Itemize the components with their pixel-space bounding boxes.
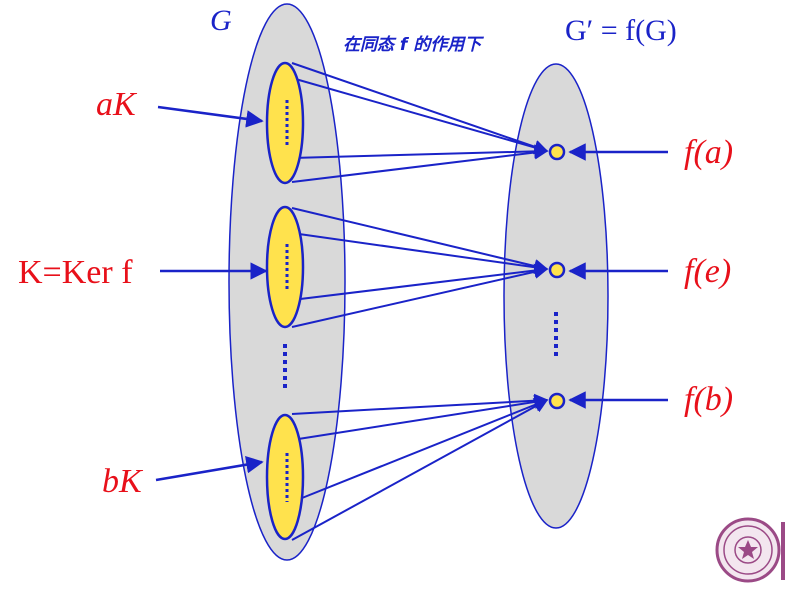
mapping-lines (291, 62, 549, 541)
label-aK: aK (96, 86, 138, 123)
image-point-fe (548, 261, 566, 279)
image-point-fa (548, 143, 566, 161)
label-fe: f(e) (684, 253, 731, 290)
label-fb: f(b) (684, 381, 733, 418)
image-point-fb (548, 392, 566, 410)
set-G-label: G (210, 4, 232, 37)
caption: 在同态 f 的作用下 (343, 35, 484, 55)
label-fa: f(a) (684, 134, 733, 171)
coset-bK (265, 413, 305, 541)
set-image-label: G′ = f(G) (565, 14, 677, 47)
label-kernel: K=Ker f (18, 254, 133, 291)
coset-aK (265, 61, 305, 185)
set-image-ellipse (503, 63, 609, 529)
university-seal (715, 517, 785, 583)
label-bK: bK (102, 463, 144, 500)
label-arrows (155, 105, 668, 482)
coset-kernel (265, 205, 305, 329)
